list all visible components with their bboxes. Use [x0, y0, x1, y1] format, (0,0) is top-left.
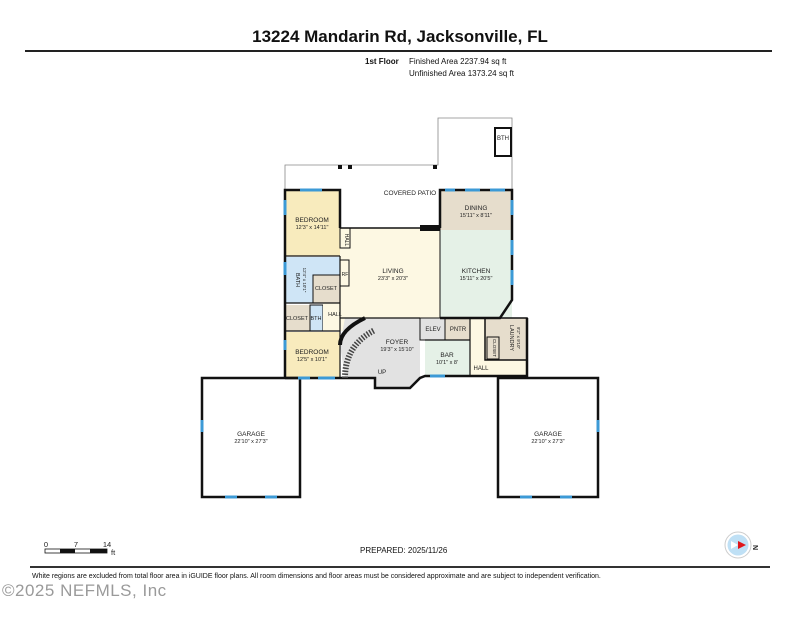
room-label: KITCHEN: [462, 268, 491, 275]
scale-unit: ft: [111, 548, 116, 557]
room-hall-2b: [470, 360, 527, 375]
room-dims: 15'11" x 20'5": [460, 276, 493, 282]
room-closet-3: [486, 336, 500, 360]
windows: [200, 188, 600, 499]
floor-label: 1st Floor: [365, 57, 399, 66]
room-bar: [425, 340, 470, 376]
room-label: DINING: [465, 205, 488, 212]
room-label: LAUNDRY: [508, 325, 514, 352]
room-dims: 19'3" x 15'10": [380, 347, 413, 353]
room-bedroom-1: [285, 190, 340, 256]
room-dims: 12'4" x 10'1": [302, 268, 307, 293]
room-label: LIVING: [382, 268, 403, 275]
room-label: CLOSET: [492, 339, 497, 357]
stairs-label: UP: [378, 370, 386, 376]
room-label: PNTR: [450, 327, 467, 333]
room-foyer: [340, 318, 420, 388]
room-label: BEDROOM: [295, 217, 329, 224]
room-dims: 22'10" x 27'3": [234, 439, 267, 445]
room-bath: [285, 257, 313, 303]
room-label: HALL: [328, 312, 342, 318]
room-label: HALL: [473, 366, 489, 372]
stairs: [342, 327, 377, 379]
room-label: BAR: [440, 352, 454, 359]
room-dining: [440, 190, 512, 230]
room-kitchen: [440, 230, 512, 318]
north-label: N: [751, 545, 758, 550]
room-label: CLOSET: [286, 316, 309, 322]
room-bedroom-2: [285, 332, 340, 378]
room-dims: 9'2" x 9'10": [516, 327, 521, 350]
page-title: 13224 Mandarin Rd, Jacksonville, FL: [252, 27, 548, 46]
room-label: BTH: [497, 136, 509, 142]
watermark: ©2025 NEFMLS, Inc: [2, 581, 167, 600]
scale-tick: 14: [103, 540, 111, 549]
scale-bar: 0 7 14 ft: [44, 540, 116, 557]
divider: [25, 50, 772, 52]
room-bath-2: [313, 257, 340, 275]
room-label: BTH: [311, 316, 322, 322]
room-labels: BEDROOM 12'3" x 14'11" DINING 15'11" x 8…: [234, 205, 564, 445]
room-label: HALL: [343, 234, 349, 247]
scale-tick: 7: [74, 540, 78, 549]
room-dims: 12'5" x 10'1": [297, 357, 327, 363]
room-label: BEDROOM: [295, 349, 329, 356]
divider: [30, 566, 770, 568]
wall-block: [420, 225, 440, 231]
compass-icon: N: [724, 531, 758, 559]
disclaimer: White regions are excluded from total fl…: [32, 573, 601, 580]
unfinished-area: Unfinished Area 1373.24 sq ft: [409, 69, 514, 78]
room-living: [340, 228, 440, 318]
room-label: RF: [342, 272, 349, 278]
finished-area: Finished Area 2237.94 sq ft: [409, 57, 507, 66]
room-dims: 22'10" x 27'3": [531, 439, 564, 445]
prepared-date: PREPARED: 2025/11/26: [360, 546, 448, 555]
room-dims: 23'3" x 20'3": [378, 276, 408, 282]
room-label: GARAGE: [237, 431, 265, 438]
room-label: BATH: [294, 273, 300, 287]
patio-outline: [284, 117, 513, 190]
room-dims: 12'3" x 14'11": [296, 225, 329, 231]
room-label: FOYER: [386, 339, 409, 346]
patio-posts: [338, 165, 437, 169]
room-dims: 15'11" x 8'11": [460, 213, 492, 219]
room-closet-2: [285, 305, 310, 331]
scale-tick: 0: [44, 540, 48, 549]
room-label: COVERED PATIO: [384, 190, 437, 197]
room-dims: 10'1" x 8': [436, 360, 458, 366]
room-label: ELEV: [425, 327, 440, 333]
room-bth-top: [494, 127, 512, 157]
room-label: GARAGE: [534, 431, 562, 438]
room-label: CLOSET: [315, 286, 338, 292]
